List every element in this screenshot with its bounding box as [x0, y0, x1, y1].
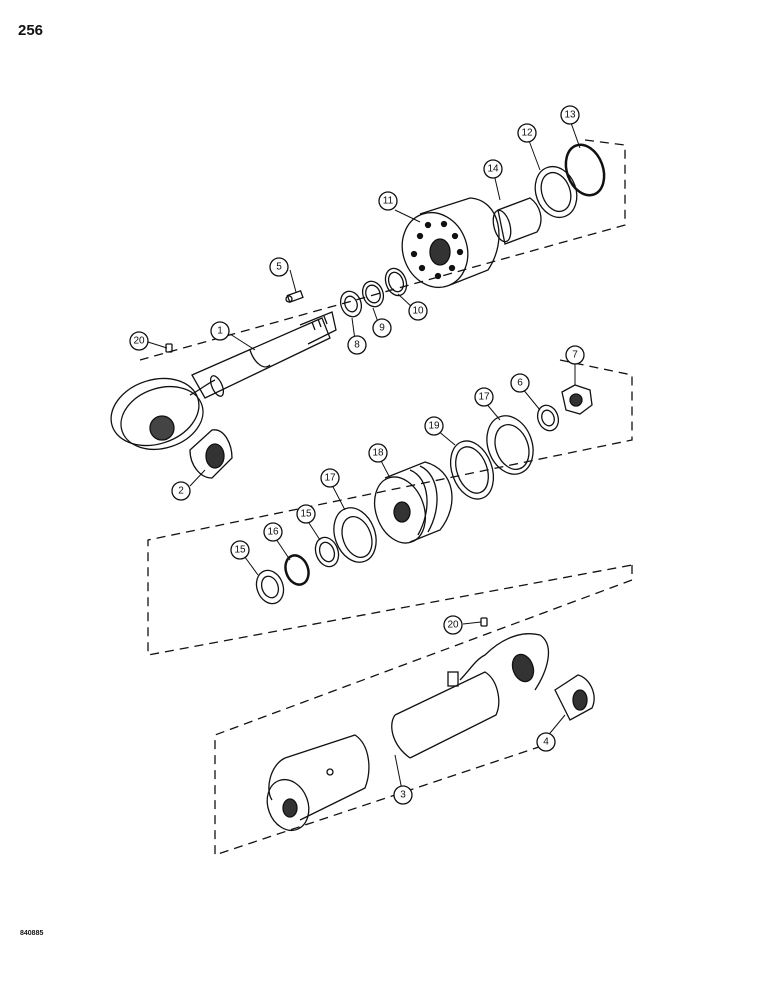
rod-eye: [110, 377, 216, 450]
callout-7: 7: [565, 345, 585, 365]
callout-4: 4: [536, 732, 556, 752]
callout-17b: 17: [474, 387, 494, 407]
callout-20a: 20: [129, 331, 149, 351]
callout-label-2: 2: [178, 486, 184, 497]
callout-12: 12: [517, 123, 537, 143]
rod-part: [191, 311, 337, 399]
seal-19: [449, 440, 495, 500]
callout-10: 10: [408, 301, 428, 321]
piston-18: [373, 461, 453, 544]
callout-9: 9: [372, 318, 392, 338]
callout-label-13: 13: [564, 110, 576, 121]
bushing-4: [554, 674, 595, 721]
seal-rings-8-9-10: [339, 267, 408, 318]
callout-16: 16: [263, 522, 283, 542]
callout-label-1: 1: [217, 326, 223, 337]
cylinder-barrel-3: [266, 633, 550, 832]
callout-1: 1: [210, 321, 230, 341]
callout-15b: 15: [296, 504, 316, 524]
seal-15-left: [255, 569, 285, 605]
callout-label-8: 8: [354, 340, 360, 351]
callout-label-17a: 17: [324, 473, 336, 484]
callout-8: 8: [347, 335, 367, 355]
callout-18: 18: [368, 443, 388, 463]
callout-15a: 15: [230, 540, 250, 560]
piston-ring-17-left: [333, 507, 377, 563]
washer-6: [536, 404, 560, 432]
drawing-code: 840885: [20, 930, 44, 937]
callout-label-11: 11: [383, 196, 394, 207]
callout-5: 5: [269, 257, 289, 277]
callout-label-14: 14: [487, 164, 499, 175]
callout-label-10: 10: [412, 306, 424, 317]
callout-label-12: 12: [521, 128, 533, 139]
ring-16: [284, 554, 310, 586]
screw-5: [285, 289, 304, 303]
callout-label-19: 19: [428, 421, 440, 432]
callout-2: 2: [171, 481, 191, 501]
callout-label-4: 4: [543, 737, 549, 748]
sleeve-14: [492, 197, 542, 245]
callout-label-16: 16: [267, 527, 279, 538]
seal-15-right: [314, 536, 340, 568]
callout-label-3: 3: [400, 790, 406, 801]
bushing-2: [189, 429, 233, 479]
callout-label-20b: 20: [447, 620, 459, 631]
callout-label-17b: 17: [478, 392, 490, 403]
callout-19: 19: [424, 416, 444, 436]
gland-11: [401, 197, 500, 288]
callout-label-20a: 20: [133, 336, 145, 347]
nut-7: [561, 384, 593, 415]
callout-label-7: 7: [572, 350, 578, 361]
callout-3: 3: [393, 785, 413, 805]
callout-6: 6: [510, 373, 530, 393]
callout-label-5: 5: [276, 262, 282, 273]
callout-14: 14: [483, 159, 503, 179]
rings-12-13: [534, 143, 606, 219]
callout-20b: 20: [443, 615, 463, 635]
callout-label-6: 6: [517, 378, 523, 389]
grease-fitting-bottom: [480, 617, 488, 627]
piston-ring-17-right: [486, 415, 534, 475]
callout-13: 13: [560, 105, 580, 125]
callout-label-9: 9: [379, 323, 385, 334]
callout-17a: 17: [320, 468, 340, 488]
callout-label-18: 18: [372, 448, 384, 459]
callout-label-15b: 15: [300, 509, 312, 520]
callout-11: 11: [378, 191, 398, 211]
dashed-group-outlines: [139, 139, 633, 856]
page-number: 256: [18, 22, 44, 39]
callout-label-15a: 15: [234, 545, 246, 556]
